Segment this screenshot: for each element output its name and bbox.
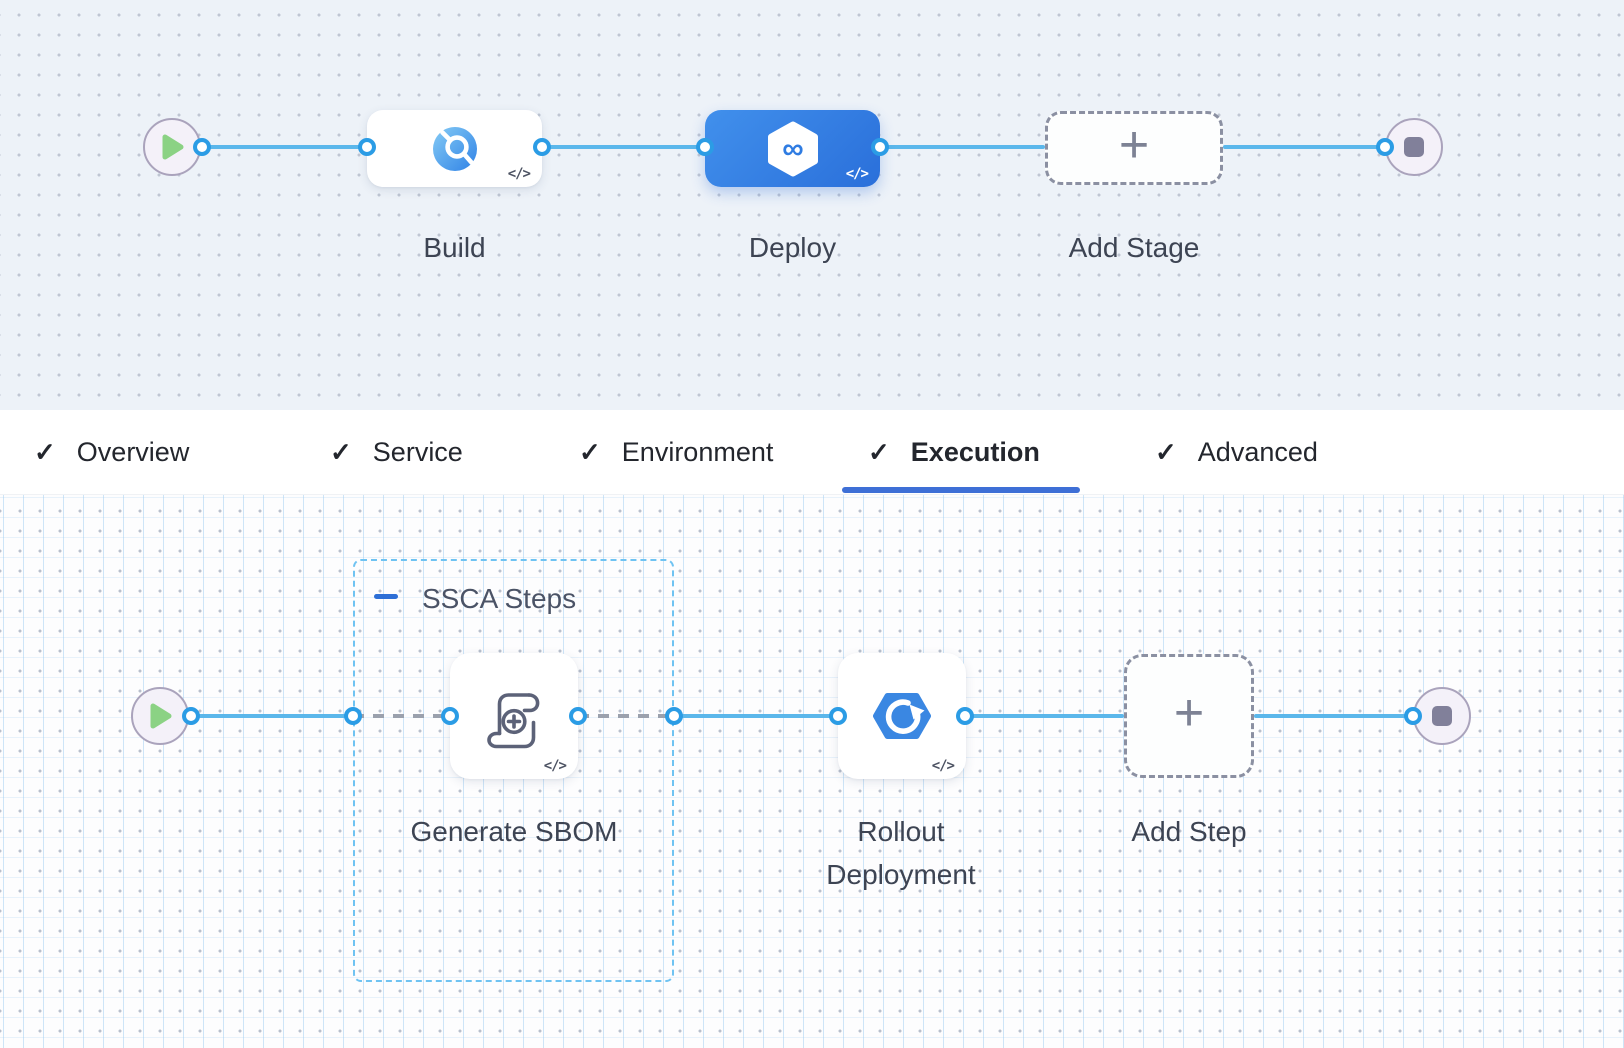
code-view-icon[interactable]: </> xyxy=(845,166,869,182)
connector-port xyxy=(1404,707,1422,725)
connector-line xyxy=(202,145,367,149)
check-icon: ✓ xyxy=(330,437,352,467)
connector-port xyxy=(344,707,362,725)
execution-start-node xyxy=(131,687,189,745)
tab-overview[interactable]: ✓ Overview xyxy=(34,436,190,467)
code-view-icon[interactable]: </> xyxy=(543,758,567,774)
connector-port xyxy=(358,138,376,156)
play-icon xyxy=(162,134,184,160)
plus-icon: + xyxy=(1118,116,1150,174)
tab-execution[interactable]: ✓ Execution xyxy=(868,436,1040,467)
check-icon: ✓ xyxy=(868,437,890,467)
connector-line-dashed xyxy=(353,714,450,718)
active-tab-underline xyxy=(842,487,1080,493)
stage-node-build[interactable]: </> xyxy=(367,110,542,187)
connector-port xyxy=(696,138,714,156)
stage-label-deploy: Deploy xyxy=(748,232,837,263)
code-view-icon[interactable]: </> xyxy=(507,166,531,182)
deploy-infinity-icon: ∞ xyxy=(767,121,818,176)
connector-line xyxy=(1254,714,1413,718)
collapse-group-icon[interactable] xyxy=(374,594,398,599)
infinity-glyph: ∞ xyxy=(782,132,803,165)
connector-line xyxy=(542,145,705,149)
execution-graph-canvas[interactable] xyxy=(0,494,1624,1048)
code-view-icon[interactable]: </> xyxy=(931,758,955,774)
connector-line xyxy=(674,714,838,718)
stage-graph-canvas[interactable] xyxy=(0,0,1624,410)
stage-label-build: Build xyxy=(423,232,486,263)
connector-port xyxy=(871,138,889,156)
check-icon: ✓ xyxy=(34,437,56,467)
connector-port xyxy=(829,707,847,725)
play-icon xyxy=(150,703,172,729)
tab-advanced[interactable]: ✓ Advanced xyxy=(1155,436,1318,467)
stop-icon xyxy=(1432,706,1452,726)
connector-port xyxy=(1376,138,1394,156)
step-label-rollout-deployment: Rollout Deployment xyxy=(826,816,976,890)
tab-service[interactable]: ✓ Service xyxy=(330,436,463,467)
stop-icon xyxy=(1404,137,1424,157)
plus-icon: + xyxy=(1173,684,1205,742)
sbom-scroll-icon xyxy=(487,693,540,749)
connector-line-dashed xyxy=(578,714,674,718)
connector-line xyxy=(191,714,353,718)
add-step-button[interactable]: + xyxy=(1124,654,1254,778)
add-stage-button[interactable]: + xyxy=(1045,111,1223,185)
connector-port xyxy=(569,707,587,725)
connector-line xyxy=(965,714,1124,718)
connector-port xyxy=(533,138,551,156)
connector-line xyxy=(1223,145,1385,149)
build-scan-icon xyxy=(432,126,477,171)
add-stage-label: Add Stage xyxy=(1068,232,1200,263)
ssca-steps-group[interactable] xyxy=(353,559,674,982)
pipeline-start-node xyxy=(143,118,201,176)
connector-port xyxy=(665,707,683,725)
step-label-generate-sbom: Generate SBOM xyxy=(410,816,618,847)
stage-node-deploy[interactable]: ∞ </> xyxy=(705,110,880,187)
tab-environment[interactable]: ✓ Environment xyxy=(579,436,774,467)
step-node-rollout-deployment[interactable]: </> xyxy=(838,653,966,779)
connector-line xyxy=(880,145,1045,149)
step-node-generate-sbom[interactable]: </> xyxy=(450,653,578,779)
connector-port xyxy=(193,138,211,156)
stage-config-tab-bar: ✓ Overview ✓ Service ✓ Environment ✓ Exe… xyxy=(0,410,1624,495)
connector-port xyxy=(182,707,200,725)
connector-port xyxy=(441,707,459,725)
rollout-refresh-icon xyxy=(873,693,931,739)
ssca-group-label: SSCA Steps xyxy=(422,583,577,614)
connector-port xyxy=(956,707,974,725)
add-step-label: Add Step xyxy=(1131,816,1247,847)
check-icon: ✓ xyxy=(1155,437,1177,467)
check-icon: ✓ xyxy=(579,437,601,467)
